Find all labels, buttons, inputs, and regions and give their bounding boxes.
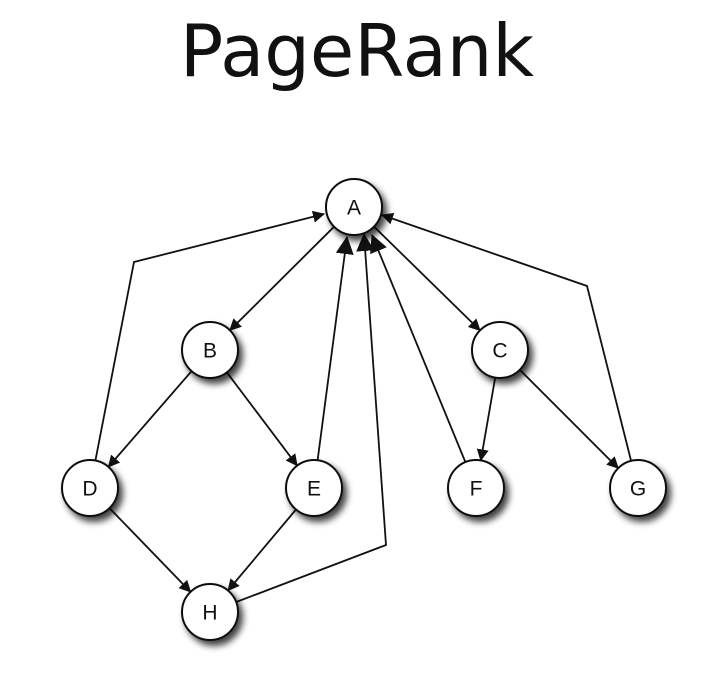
page-title: PageRank: [179, 9, 535, 93]
edge-f-to-a: [370, 234, 467, 463]
nodes-layer: A B C D E F G H: [61, 178, 667, 641]
node-label: H: [202, 602, 217, 625]
edge-b-to-d: [107, 370, 193, 468]
node-label: B: [203, 340, 217, 363]
edge-b-to-e: [226, 371, 298, 467]
node-label: G: [630, 478, 646, 501]
node-f: F: [447, 459, 505, 517]
node-g: G: [609, 459, 667, 517]
node-circle: [471, 321, 529, 379]
edge-e-to-h: [227, 508, 297, 592]
edge-h-to-a: [235, 233, 387, 603]
node-label: E: [307, 478, 321, 501]
edge-d-to-a: [94, 210, 325, 461]
node-c: C: [471, 321, 529, 379]
node-label: C: [492, 340, 507, 363]
node-circle: [181, 583, 239, 641]
edge-e-to-a: [316, 236, 354, 461]
edge-d-to-h: [108, 507, 192, 593]
node-label: D: [82, 478, 97, 501]
node-b: B: [181, 321, 239, 379]
edge-c-to-f: [476, 377, 497, 462]
edge-g-to-a: [381, 212, 632, 462]
node-h: H: [181, 583, 239, 641]
node-label: F: [470, 478, 483, 501]
node-a: A: [325, 178, 383, 236]
edge-c-to-g: [519, 369, 619, 469]
node-circle: [181, 321, 239, 379]
edges-layer: [94, 210, 632, 603]
node-e: E: [285, 459, 343, 517]
edge-a-to-b: [229, 226, 335, 332]
node-d: D: [61, 459, 119, 517]
node-circle: [61, 459, 119, 517]
node-circle: [609, 459, 667, 517]
node-circle: [447, 459, 505, 517]
node-label: A: [347, 197, 361, 220]
edge-a-to-c: [373, 225, 481, 332]
node-circle: [325, 178, 383, 236]
node-circle: [285, 459, 343, 517]
